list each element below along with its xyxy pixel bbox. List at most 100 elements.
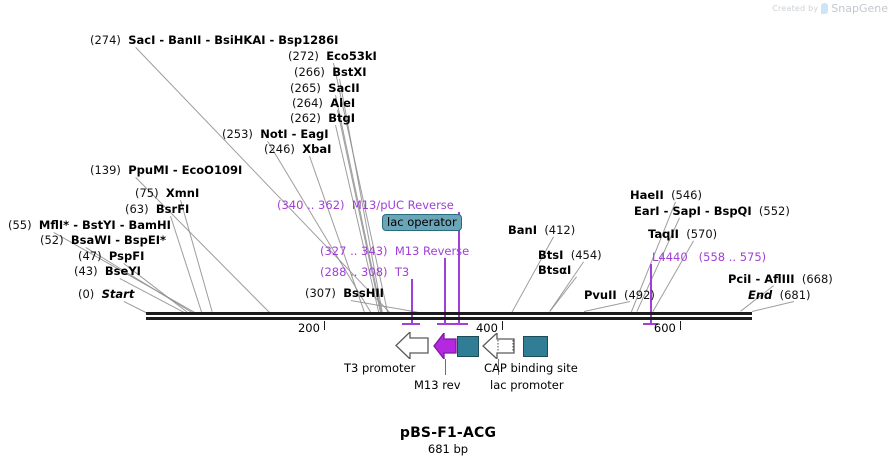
- feature-shape-arrow-left: [482, 331, 515, 361]
- enzyme-name-separator: -: [287, 127, 301, 141]
- enzyme-name: SacII: [328, 81, 360, 95]
- primer-label-m13puc-reverse: (340 .. 362) M13/pUC Reverse: [277, 199, 454, 211]
- enzyme-position: (265): [290, 81, 321, 95]
- feature-name-stem: [445, 359, 446, 375]
- enzyme-label-sacII: (265) SacII: [290, 82, 360, 94]
- snapgene-watermark: Created by SnapGene: [772, 2, 888, 15]
- enzyme-position: (681): [779, 288, 811, 302]
- primer-name: M13/pUC Reverse: [351, 198, 454, 212]
- backbone-bottom-strand: [146, 317, 752, 320]
- enzyme-leader-line: [335, 125, 380, 313]
- enzyme-name: BamHI: [128, 218, 171, 232]
- enzyme-name: NotI: [260, 127, 288, 141]
- enzyme-label-haeII: HaeII (546): [630, 189, 702, 201]
- feature-cap-binding-site[interactable]: [523, 336, 548, 357]
- enzyme-name-separator: -: [659, 204, 673, 218]
- feature-name-t3-promoter: T3 promoter: [344, 361, 416, 375]
- primer-extent-bar: [436, 323, 452, 326]
- feature-m13-rev[interactable]: [433, 331, 457, 361]
- feature-lac-operator-box[interactable]: [457, 336, 479, 357]
- enzyme-label-aleI: (264) AleI: [292, 97, 355, 109]
- enzyme-name-separator: -: [115, 218, 129, 232]
- enzyme-label-ppuMI: (139) PpuMI - EcoO109I: [90, 164, 242, 176]
- plasmid-title: pBS-F1-ACG: [399, 425, 497, 441]
- enzyme-label-bsrFI: (63) BsrFI: [125, 203, 189, 215]
- feature-t3-promoter[interactable]: [395, 330, 429, 361]
- enzyme-name: BstXI: [332, 65, 367, 79]
- primer-label-l4440: L4440 (558 .. 575): [652, 251, 766, 263]
- feature-name-lac-promoter: lac promoter: [490, 378, 564, 392]
- enzyme-label-bstXI: (266) BstXI: [294, 66, 367, 78]
- enzyme-position: (272): [288, 49, 319, 63]
- enzyme-position: (43): [74, 264, 98, 278]
- enzyme-label-bseYI: (43) BseYI: [74, 265, 141, 277]
- enzyme-name: BspEI*: [124, 233, 167, 247]
- enzyme-name: Eco53kI: [326, 49, 377, 63]
- enzyme-leader-line: [123, 301, 146, 313]
- enzyme-label-eco53kI: (272) Eco53kI: [288, 50, 377, 62]
- enzyme-position: (492): [623, 288, 655, 302]
- enzyme-label-xbaI: (246) XbaI: [264, 143, 331, 155]
- enzyme-label-notI-eagI: (253) NotI - EagI: [222, 128, 328, 140]
- enzyme-name: Start: [101, 287, 135, 301]
- enzyme-name: SapI: [672, 204, 701, 218]
- enzyme-position: (55): [8, 218, 32, 232]
- enzyme-position: (75): [135, 186, 159, 200]
- enzyme-name: BanI: [508, 223, 537, 237]
- enzyme-position: (412): [544, 223, 576, 237]
- enzyme-name: EarI: [634, 204, 660, 218]
- watermark-brand-label: SnapGene: [831, 2, 888, 15]
- enzyme-name: BtgI: [328, 111, 356, 125]
- enzyme-name: Bsp1286I: [278, 33, 339, 47]
- primer-range: (340 .. 362): [277, 198, 345, 212]
- enzyme-name: BsiHKAI: [214, 33, 266, 47]
- enzyme-name: BtsαI: [538, 263, 572, 277]
- enzyme-name: AflIII: [764, 272, 795, 286]
- primer-range: (558 .. 575): [698, 250, 767, 264]
- primer-label-m13-reverse: (327 .. 343) M13 Reverse: [320, 245, 469, 257]
- primer-extent-bar: [402, 323, 421, 326]
- enzyme-name: BsrFI: [155, 202, 190, 216]
- enzyme-name-separator: -: [201, 33, 215, 47]
- primer-name: M13 Reverse: [394, 244, 470, 258]
- enzyme-name: SacI: [128, 33, 156, 47]
- snapgene-logo-icon: [821, 3, 829, 14]
- enzyme-position: (52): [40, 233, 64, 247]
- enzyme-leader-line: [583, 301, 630, 312]
- ruler-tick-label: 600: [653, 321, 676, 335]
- enzyme-name: AleI: [330, 96, 356, 110]
- ruler-tick: [679, 321, 681, 330]
- enzyme-name: MflI*: [38, 218, 70, 232]
- ruler-tick-label: 200: [297, 321, 320, 335]
- primer-name: L4440: [652, 250, 688, 264]
- enzyme-position: (47): [78, 249, 102, 263]
- enzyme-leader-line: [549, 276, 577, 312]
- primer-range: (327 .. 343): [320, 244, 388, 258]
- feature-lac-promoter[interactable]: [482, 331, 515, 361]
- primer-extent-bar: [642, 323, 658, 326]
- enzyme-name: BssHII: [343, 286, 384, 300]
- enzyme-name: PvuII: [584, 288, 617, 302]
- primer-name: T3: [394, 265, 410, 279]
- enzyme-position: (0): [78, 287, 95, 301]
- enzyme-position: (274): [90, 33, 121, 47]
- enzyme-label-xmnI: (75) XmnI: [135, 187, 199, 199]
- enzyme-name-separator: -: [111, 233, 125, 247]
- feature-shape-box: [457, 336, 479, 357]
- enzyme-name: EcoO109I: [181, 163, 243, 177]
- watermark-created-by-label: Created by: [772, 4, 819, 13]
- enzyme-position: (552): [758, 204, 790, 218]
- enzyme-label-taqII: TaqII (570): [648, 228, 717, 240]
- enzyme-name: BspQI: [713, 204, 752, 218]
- enzyme-label-pciI-aflIII: PciI - AflIII (668): [728, 273, 833, 285]
- enzyme-position: (570): [686, 227, 718, 241]
- enzyme-label-btgI: (262) BtgI: [290, 112, 355, 124]
- ruler-tick-label: 400: [475, 321, 498, 335]
- enzyme-label-bsaWI-group: (52) BsaWI - BspEI*: [40, 234, 166, 246]
- enzyme-position: (454): [570, 248, 602, 262]
- primer-leader-line: [444, 258, 446, 324]
- enzyme-name: XmnI: [165, 186, 200, 200]
- enzyme-position: (307): [305, 286, 336, 300]
- enzyme-name-separator: -: [751, 272, 765, 286]
- enzyme-name: BseYI: [104, 264, 141, 278]
